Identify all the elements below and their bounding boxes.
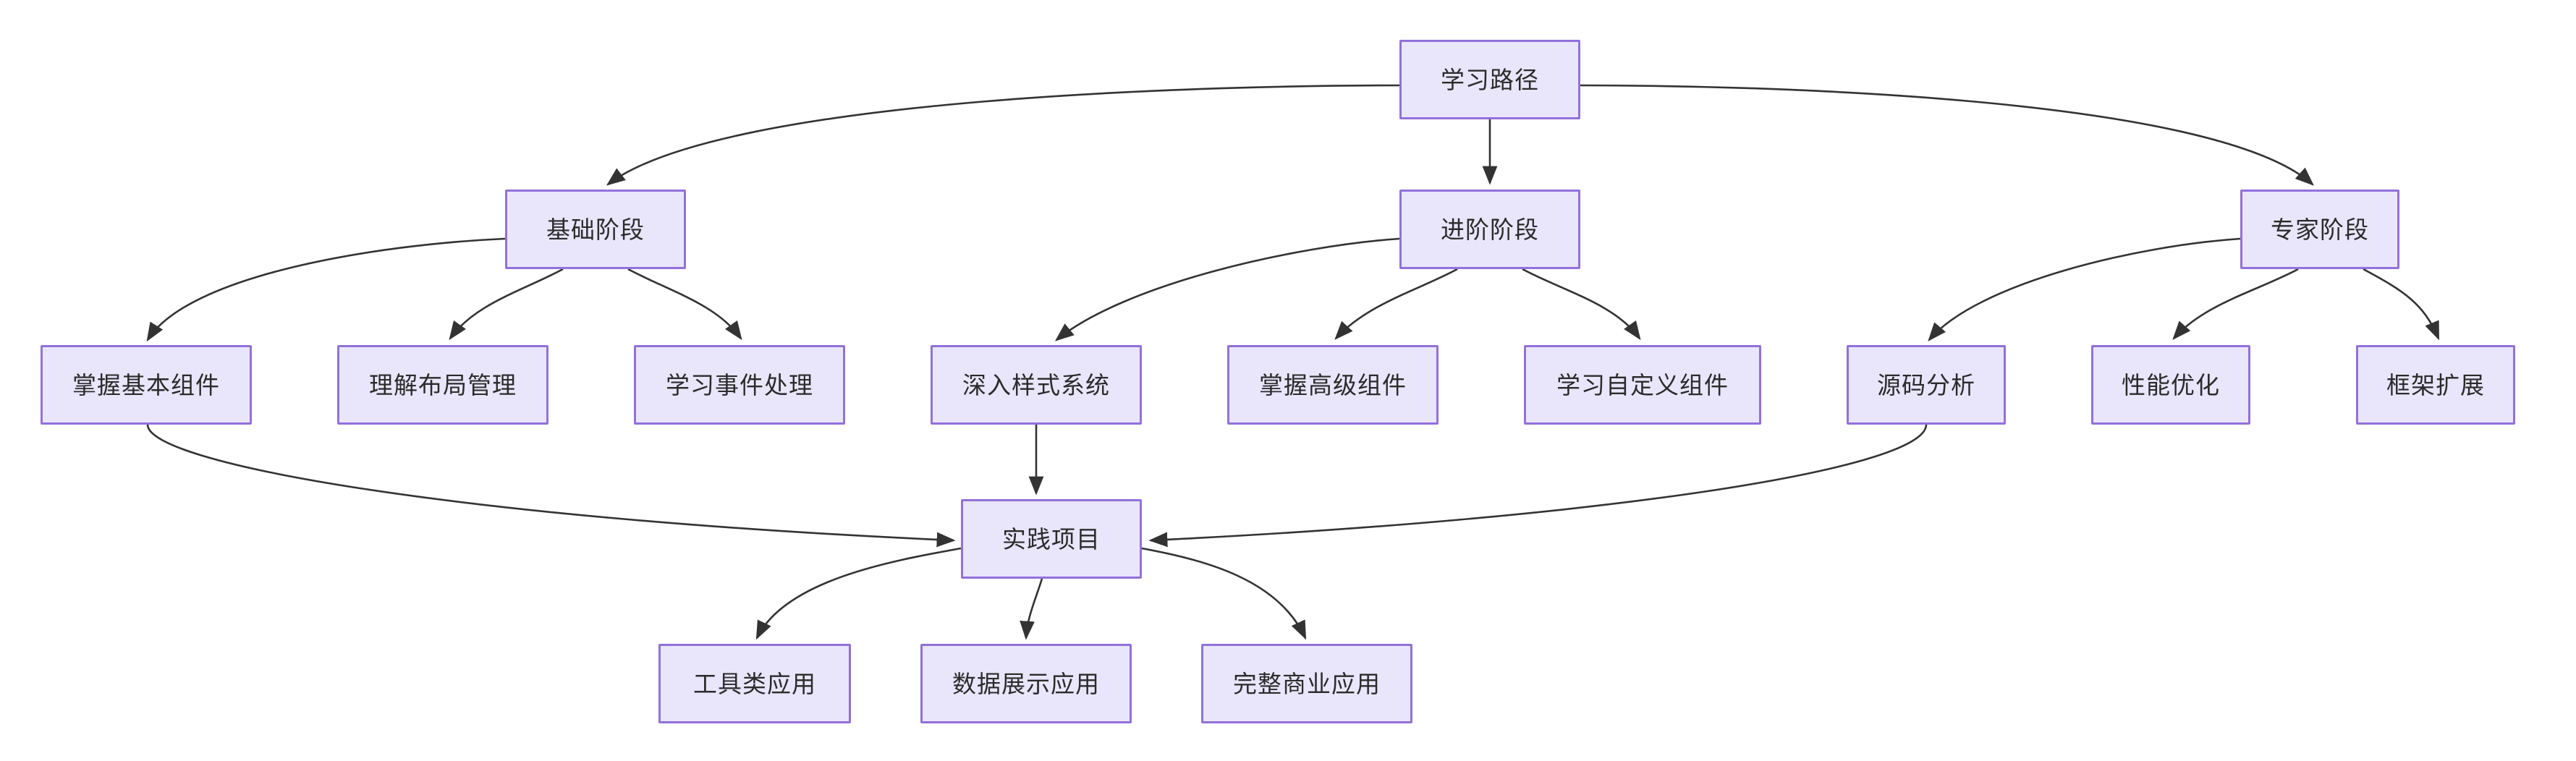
node-expert[interactable]: 专家阶段 bbox=[2240, 190, 2399, 269]
node-layout[interactable]: 理解布局管理 bbox=[337, 345, 548, 425]
node-label: 学习路径 bbox=[1441, 66, 1539, 93]
node-extend[interactable]: 框架扩展 bbox=[2356, 345, 2515, 425]
node-label: 数据展示应用 bbox=[952, 670, 1100, 697]
node-label: 掌握高级组件 bbox=[1259, 371, 1407, 399]
edge-basic-to-event bbox=[627, 268, 742, 341]
edge-source-to-practice bbox=[1148, 424, 1928, 548]
node-practice[interactable]: 实践项目 bbox=[961, 499, 1142, 579]
node-label: 源码分析 bbox=[1877, 371, 1975, 399]
edge-practice-to-tool bbox=[755, 547, 962, 640]
edge-expert-to-extend bbox=[2363, 268, 2440, 341]
edge-practice-to-dataapp bbox=[1020, 578, 1043, 640]
node-label: 深入样式系统 bbox=[962, 371, 1110, 399]
node-label: 学习事件处理 bbox=[666, 371, 813, 399]
edge-expert-to-perf bbox=[2172, 268, 2299, 340]
node-style[interactable]: 深入样式系统 bbox=[931, 345, 1142, 425]
node-label: 掌握基本组件 bbox=[72, 371, 220, 399]
node-label: 完整商业应用 bbox=[1233, 670, 1381, 697]
edge-expert-to-source bbox=[1928, 237, 2241, 341]
node-label: 理解布局管理 bbox=[369, 371, 517, 399]
node-custom[interactable]: 学习自定义组件 bbox=[1524, 345, 1761, 425]
node-label: 性能优化 bbox=[2122, 371, 2220, 399]
edge-basic-to-comp bbox=[146, 237, 506, 342]
node-business[interactable]: 完整商业应用 bbox=[1201, 644, 1412, 723]
edge-root-to-basic bbox=[606, 84, 1400, 186]
edge-advanced-to-advcomp bbox=[1334, 268, 1458, 340]
node-label: 工具类应用 bbox=[693, 670, 816, 697]
edge-basic-to-layout bbox=[449, 268, 564, 341]
node-perf[interactable]: 性能优化 bbox=[2091, 345, 2250, 425]
node-label: 基础阶段 bbox=[546, 216, 645, 243]
edge-practice-to-business bbox=[1141, 547, 1307, 640]
edge-root-to-expert bbox=[1580, 84, 2314, 186]
node-label: 学习自定义组件 bbox=[1556, 371, 1729, 399]
edge-advanced-to-custom bbox=[1522, 268, 1641, 341]
node-label: 进阶阶段 bbox=[1441, 216, 1539, 243]
edge-advanced-to-style bbox=[1054, 237, 1400, 341]
edge-comp-to-practice bbox=[146, 424, 956, 548]
node-comp[interactable]: 掌握基本组件 bbox=[41, 345, 252, 425]
node-event[interactable]: 学习事件处理 bbox=[634, 345, 845, 425]
node-source[interactable]: 源码分析 bbox=[1847, 345, 2006, 425]
node-label: 专家阶段 bbox=[2271, 216, 2369, 243]
node-basic[interactable]: 基础阶段 bbox=[505, 190, 686, 269]
node-tool[interactable]: 工具类应用 bbox=[658, 644, 851, 723]
node-advcomp[interactable]: 掌握高级组件 bbox=[1227, 345, 1439, 425]
node-root[interactable]: 学习路径 bbox=[1399, 40, 1580, 119]
node-dataapp[interactable]: 数据展示应用 bbox=[920, 644, 1132, 723]
node-label: 实践项目 bbox=[1002, 525, 1101, 553]
node-advanced[interactable]: 进阶阶段 bbox=[1399, 190, 1580, 269]
node-label: 框架扩展 bbox=[2386, 371, 2485, 399]
